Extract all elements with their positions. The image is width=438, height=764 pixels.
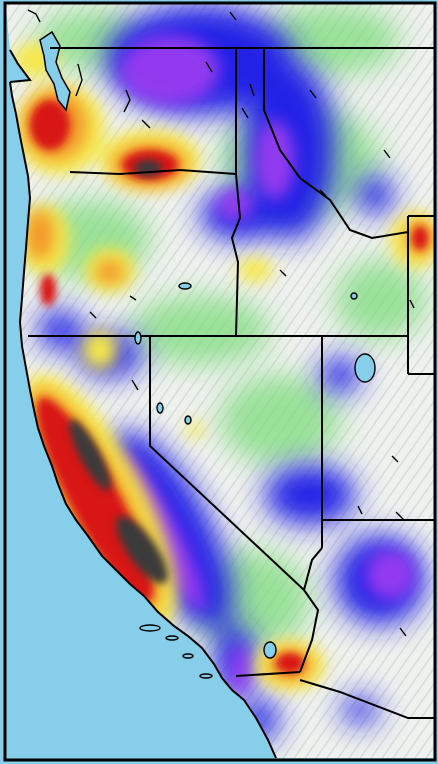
salton-sea — [263, 641, 277, 659]
border-wa-or — [69, 168, 237, 176]
state-borders — [28, 47, 436, 719]
border-id-west — [230, 173, 242, 337]
border-nv-west — [149, 336, 305, 591]
border-id-mt — [263, 48, 409, 240]
inland-water-marks — [27, 9, 415, 637]
puget-sound — [39, 30, 71, 112]
lakes — [134, 282, 376, 659]
border-az-mex — [299, 679, 436, 719]
coastline — [9, 49, 277, 759]
great-salt-lake — [354, 353, 376, 383]
border-az-ca — [299, 547, 323, 673]
border-ca-mex — [235, 671, 301, 677]
map-border — [3, 1, 437, 762]
channel-islands — [139, 624, 213, 679]
purple-anomalies — [114, 35, 415, 695]
lake-tahoe — [134, 331, 142, 345]
